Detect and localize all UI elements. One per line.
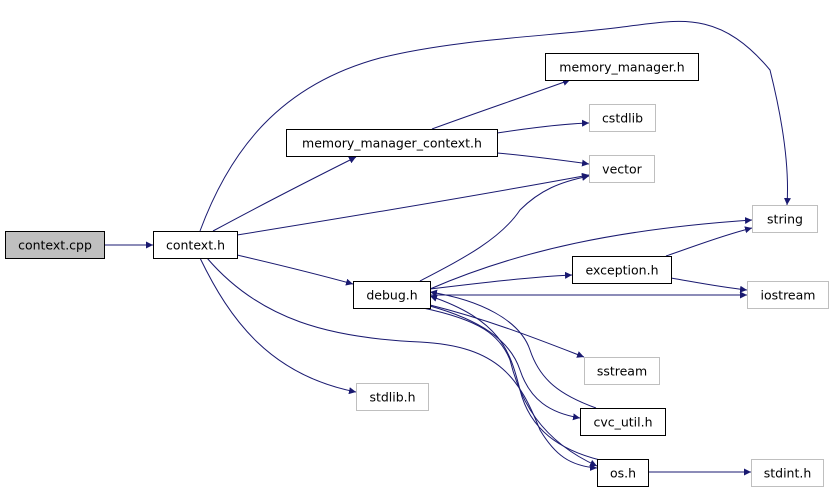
node-memory-manager-context-h[interactable]: memory_manager_context.h (286, 129, 498, 157)
node-box (752, 205, 818, 233)
edge-os-h-to-debug-h (429, 294, 601, 461)
node-label: exception.h (586, 263, 659, 278)
node-string: string (752, 205, 818, 233)
edge-context-h-to-memory-manager-context-h (212, 156, 357, 232)
edge-debug-h-to-exception-h (429, 271, 573, 290)
node-box (584, 357, 660, 385)
edge-context-h-to-string (199, 20, 791, 232)
node-box (597, 459, 649, 487)
node-label: string (767, 212, 803, 227)
node-stdlib-h: stdlib.h (356, 383, 429, 411)
edge-debug-h-to-cvc-util-h (429, 305, 581, 421)
edge-exception-h-to-string (665, 226, 753, 257)
node-stdint-h: stdint.h (751, 459, 824, 487)
nodes: context.cpp context.h memory_manager_conte… (5, 53, 829, 487)
node-debug-h[interactable]: debug.h (353, 281, 431, 309)
node-sstream: sstream (584, 357, 660, 385)
edge-debug-h-to-sstream (429, 304, 585, 358)
node-label: iostream (761, 288, 816, 303)
node-box (356, 383, 429, 411)
edge-memory-manager-context-h-to-cstdlib (496, 119, 590, 134)
node-label: memory_manager_context.h (302, 136, 482, 151)
node-os-h[interactable]: os.h (597, 459, 649, 487)
edge-exception-h-to-iostream (670, 277, 748, 293)
node-box (589, 104, 656, 132)
edge-cvc-util-h-to-debug-h (429, 289, 597, 409)
node-label: sstream (597, 364, 647, 379)
node-box (747, 281, 829, 309)
edge-debug-h-to-string (429, 216, 753, 290)
node-box (580, 408, 666, 436)
edge-debug-h-to-vector (419, 173, 590, 282)
node-context-cpp[interactable]: context.cpp (5, 231, 105, 259)
edge-context-h-to-debug-h (236, 254, 354, 286)
edge-context-h-to-os-h (206, 257, 598, 471)
edge-debug-h-to-os-h (422, 307, 598, 467)
node-label: cstdlib (602, 111, 643, 126)
node-box (286, 129, 498, 157)
edges (104, 20, 791, 476)
node-iostream: iostream (747, 281, 829, 309)
edge-memory-manager-context-h-to-memory-manager-h (431, 79, 571, 130)
node-label: stdint.h (764, 466, 812, 481)
node-cvc-util-h[interactable]: cvc_util.h (580, 408, 666, 436)
node-label: os.h (610, 466, 636, 481)
node-label: vector (602, 162, 643, 177)
node-label: context.h (166, 238, 225, 253)
node-label: debug.h (366, 288, 417, 303)
node-label: context.cpp (18, 238, 92, 253)
edge-memory-manager-context-h-to-vector (496, 152, 590, 167)
node-box (751, 459, 824, 487)
node-box (5, 231, 105, 259)
node-cstdlib: cstdlib (589, 104, 656, 132)
edge-context-h-to-vector (236, 172, 590, 236)
edge-context-h-to-stdlib-h (199, 257, 357, 395)
node-label: memory_manager.h (559, 60, 684, 75)
node-context-h[interactable]: context.h (153, 231, 238, 259)
node-box (545, 53, 699, 81)
node-memory-manager-h[interactable]: memory_manager.h (545, 53, 699, 81)
node-box (572, 256, 672, 284)
node-box (153, 231, 238, 259)
node-box (589, 155, 655, 183)
node-label: cvc_util.h (593, 415, 652, 430)
node-box (353, 281, 431, 309)
node-label: stdlib.h (369, 390, 415, 405)
node-exception-h[interactable]: exception.h (572, 256, 672, 284)
node-vector: vector (589, 155, 655, 183)
